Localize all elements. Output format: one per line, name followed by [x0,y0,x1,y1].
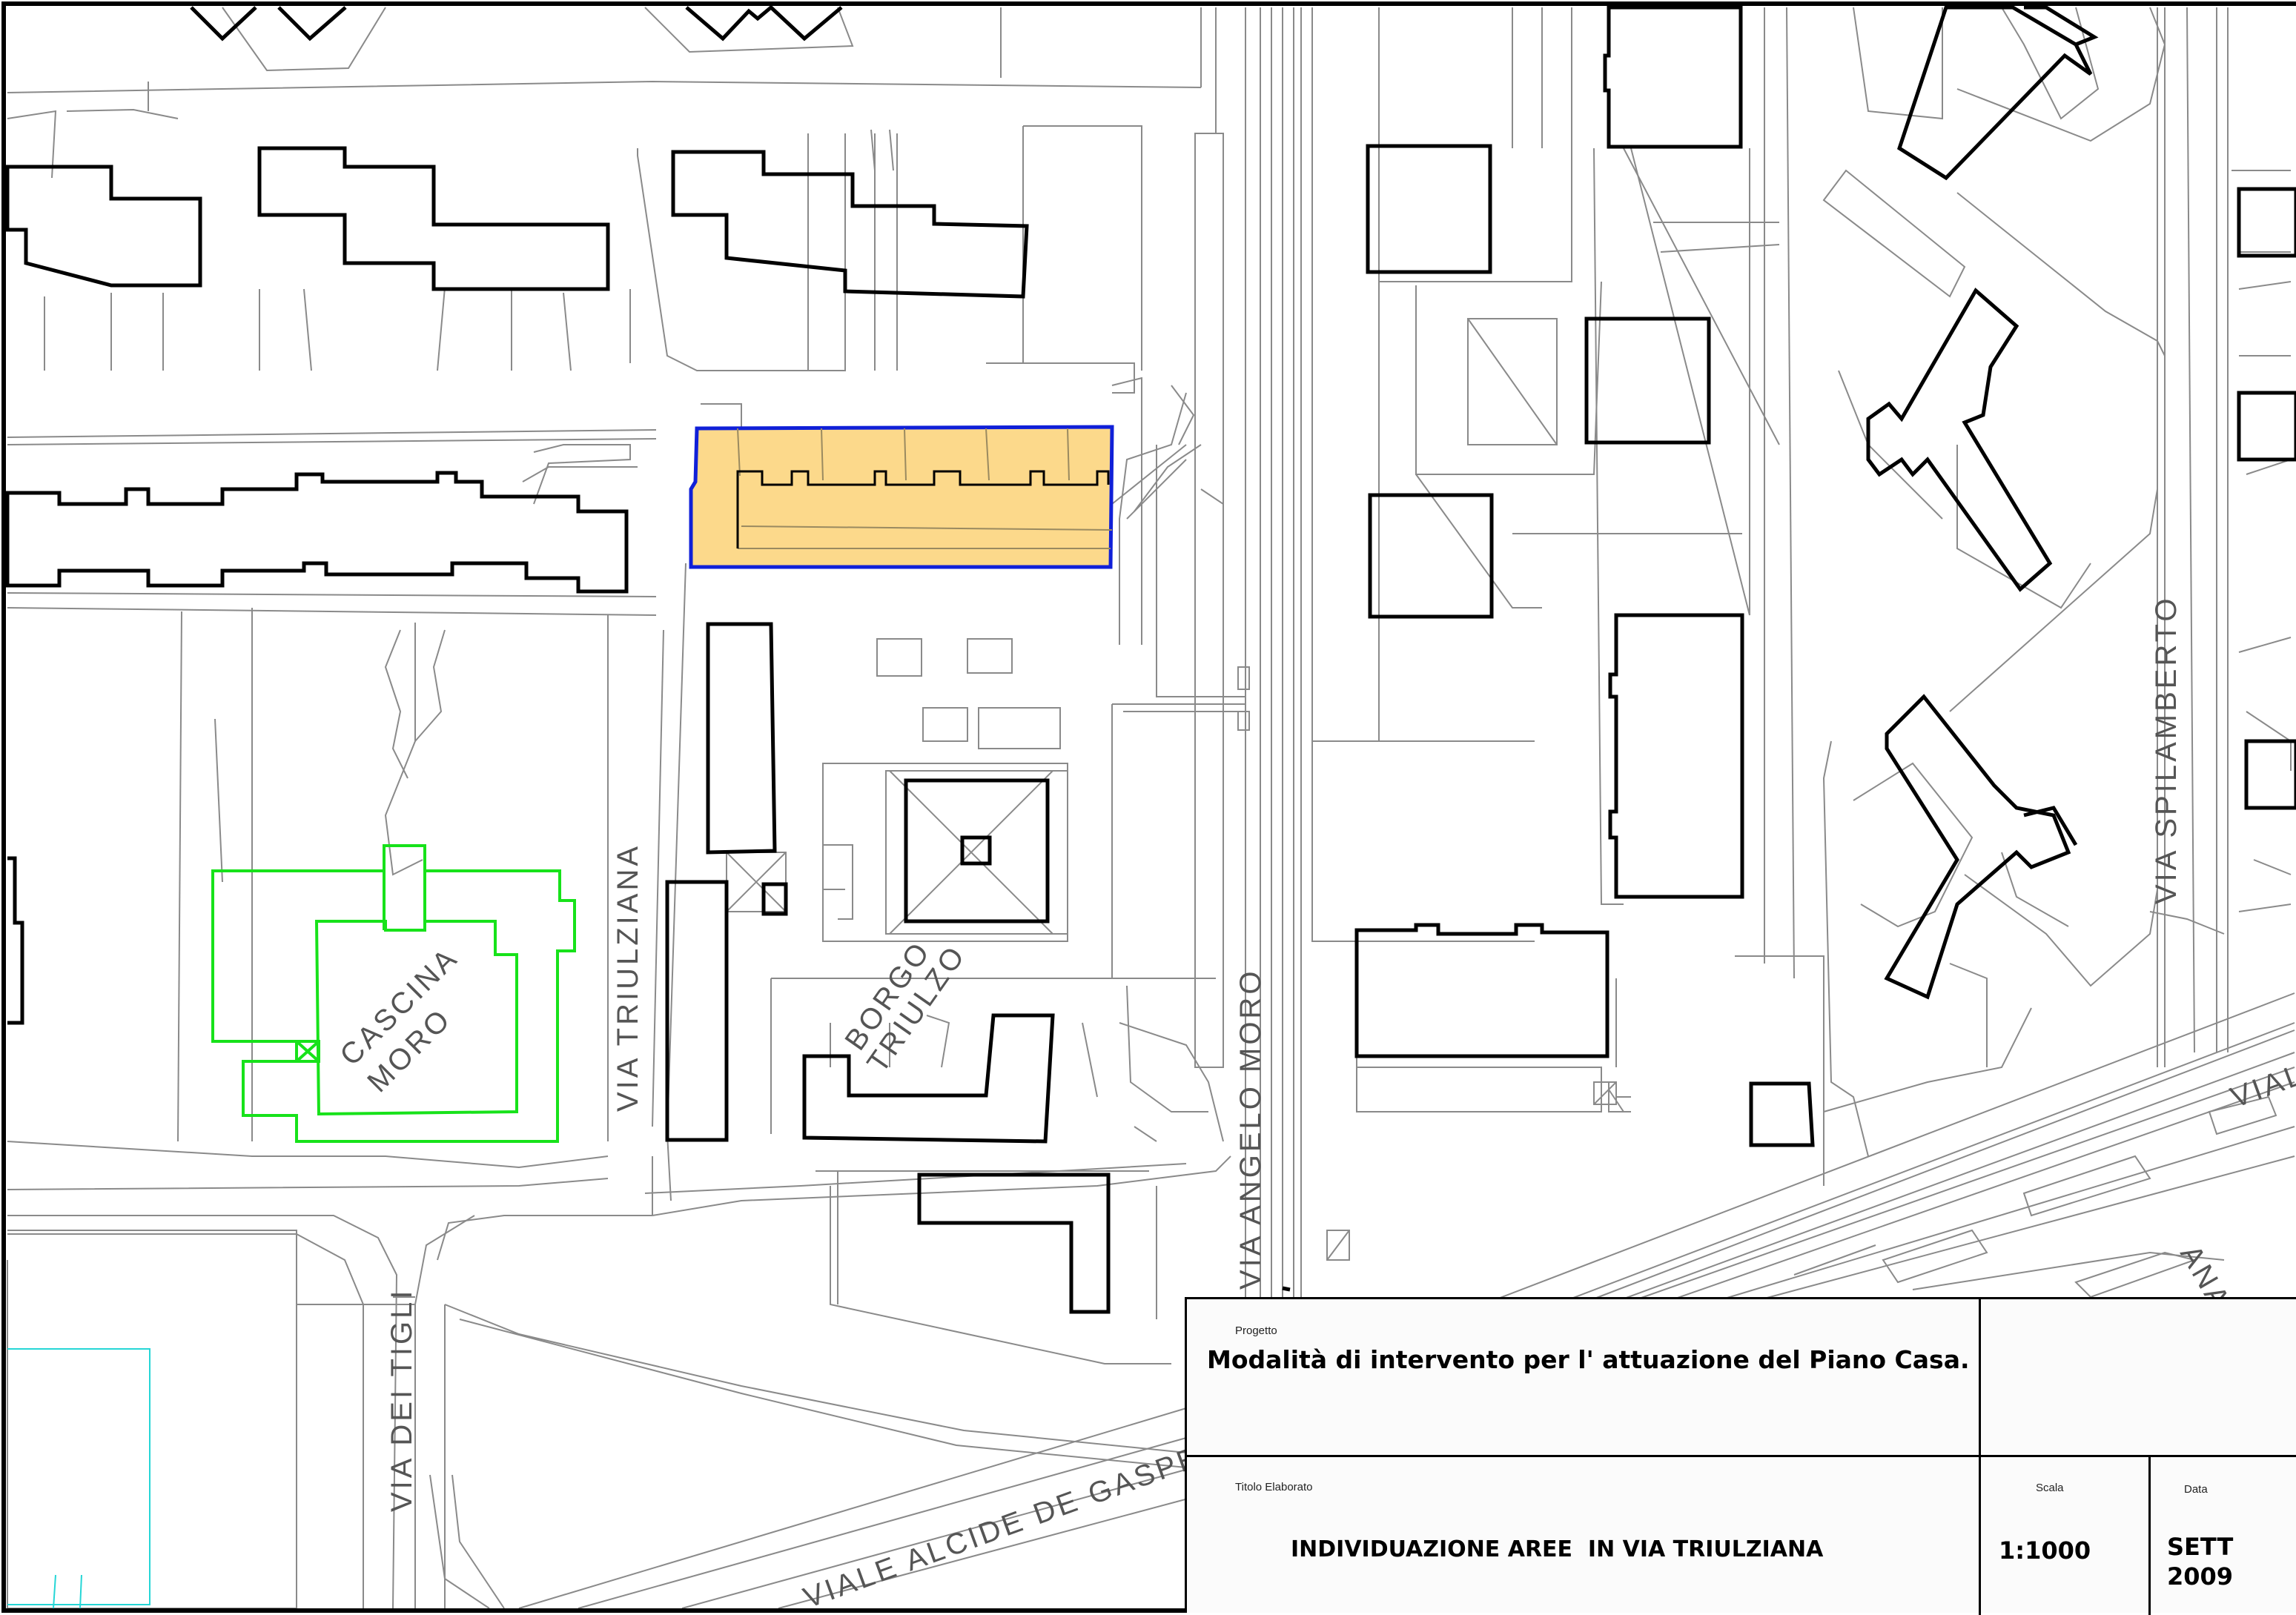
cascina-moro-outline [211,844,576,1143]
label-via-angelo-moro: VIA ANGELO MORO [1234,969,1267,1290]
progetto-value: Modalità di intervento per l' attuazione… [1207,1345,1970,1374]
titolo-label: Titolo Elaborato [1235,1481,1313,1493]
title-block-col-divider-2 [2148,1455,2151,1615]
highlighted-area[interactable] [689,425,1114,569]
label-via-dei-tigli: VIA DEI TIGLI [386,1288,418,1512]
sports-field [7,1348,150,1609]
title-block: Progetto Modalità di intervento per l' a… [1185,1297,2296,1615]
data-month: SETT [2167,1533,2234,1561]
label-vial-fragment: VIAL [2226,1058,2296,1114]
titolo-value: INDIVIDUAZIONE AREE IN VIA TRIULZIANA [1291,1536,1824,1562]
street-lines [7,7,2295,1609]
label-via-triulziana: VIA TRIULZIANA [612,843,644,1112]
highlighted-lot[interactable] [689,425,1114,569]
data-label: Data [2184,1483,2208,1496]
progetto-label: Progetto [1235,1324,1277,1337]
label-via-spilamberto: VIA SPILAMBERTO [2150,596,2183,904]
scala-label: Scala [2036,1482,2064,1494]
title-block-row-divider [1187,1455,2296,1457]
title-block-col-divider-1 [1979,1299,1981,1615]
scala-value: 1:1000 [1999,1536,2091,1565]
data-year: 2009 [2167,1562,2234,1591]
buildings [5,4,2296,1314]
label-viale-alcide: VIALE ALCIDE DE GASPERI [799,1428,1238,1614]
